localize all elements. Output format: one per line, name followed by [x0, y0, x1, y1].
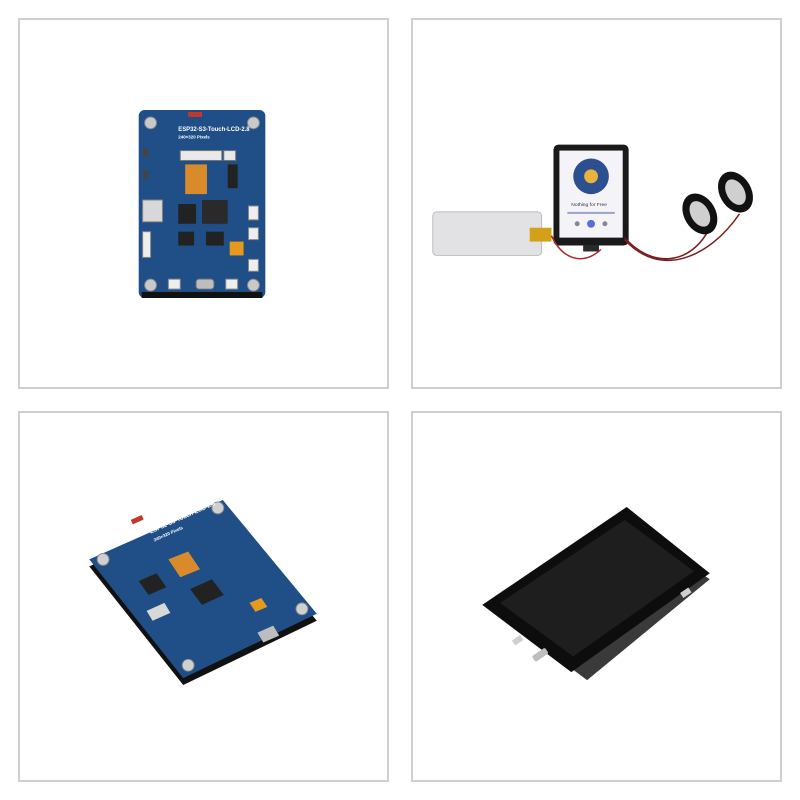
lipo-battery [432, 211, 543, 256]
chip [202, 200, 228, 224]
standoff-icon [96, 552, 110, 566]
usb-c-port [195, 278, 215, 290]
battery-connector [188, 111, 203, 117]
speaker-cone [725, 179, 746, 205]
usb-c-port [532, 648, 548, 662]
battery-wire [550, 235, 602, 260]
chip [138, 573, 167, 596]
sd-card-slot [146, 602, 171, 621]
speaker-cone [689, 201, 711, 227]
speaker-wire [624, 213, 741, 262]
product-photo-board-top: ESP32-S3-Touch-LCD-2.8 240×320 Pixels [18, 18, 389, 389]
pcb-backing-edge [141, 292, 263, 298]
side-connector [142, 231, 152, 258]
battery-tab [529, 227, 552, 242]
chip [178, 231, 195, 246]
screen-track-title: Nothing for Free [571, 202, 607, 208]
chip [178, 203, 197, 224]
silkscreen-title: ESP32-S3-Touch-LCD-2.8 [178, 127, 250, 133]
bottom-connector [225, 278, 239, 290]
fpc-connector [179, 150, 223, 161]
standoff-icon [211, 501, 225, 515]
album-art-center [584, 169, 598, 184]
product-photo-board-angled: ESP32-S3-Touch-LCD-2.8 240×320 Pixels [18, 411, 389, 782]
flex-ribbon [168, 551, 201, 578]
battery-connector [130, 515, 144, 525]
product-photo-display-kit: Nothing for Free [411, 18, 782, 389]
side-connector [248, 227, 259, 241]
standoff-icon [144, 278, 158, 292]
bottom-connector [167, 278, 181, 290]
board-top-illustration: ESP32-S3-Touch-LCD-2.8 240×320 Pixels [138, 110, 266, 298]
chip [190, 579, 224, 605]
silkscreen-sub: 240×320 Pixels [178, 135, 210, 140]
sd-card-slot [142, 199, 163, 223]
chip [205, 231, 224, 246]
standoff-icon [247, 116, 260, 130]
speaker-connector [227, 164, 238, 189]
side-connector [248, 205, 259, 221]
screen-front-illustration [482, 506, 710, 681]
side-connector [248, 258, 259, 272]
button-icon [142, 170, 149, 179]
sensor-chip [229, 241, 244, 256]
display-kit-illustration: Nothing for Free [432, 144, 753, 262]
button-icon [142, 148, 149, 157]
side-connector [680, 587, 692, 598]
board-angled-illustration: ESP32-S3-Touch-LCD-2.8 240×320 Pixels [89, 500, 317, 686]
side-connector [511, 634, 524, 646]
progress-bar [567, 211, 615, 214]
previous-icon [574, 221, 580, 227]
usb-c-port [257, 625, 280, 643]
next-icon [602, 221, 608, 227]
standoff-icon [181, 658, 195, 672]
device-base [583, 245, 599, 252]
standoff-icon [295, 602, 309, 616]
small-connector [223, 150, 237, 161]
speaker-wire [624, 227, 711, 260]
product-photo-screen-front [411, 411, 782, 782]
standoff-icon [247, 278, 260, 292]
standoff-icon [144, 116, 158, 130]
sensor-chip [249, 597, 268, 612]
play-button-icon [587, 219, 596, 228]
display-active-area [500, 519, 694, 657]
flex-ribbon [185, 164, 207, 195]
